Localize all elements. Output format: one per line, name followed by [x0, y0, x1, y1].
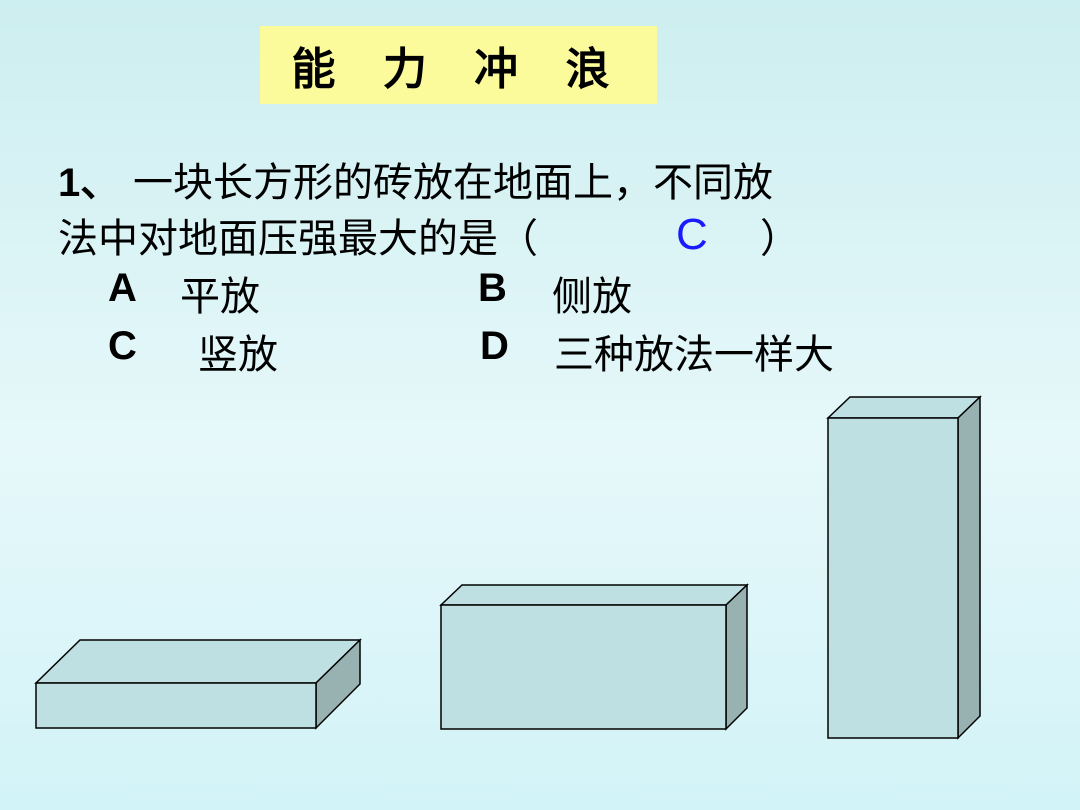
option-b-text: 侧放 — [552, 274, 632, 320]
title-text: 能 力 冲 浪 — [291, 44, 626, 95]
option-c-letter: C — [108, 324, 137, 368]
brick-side — [439, 583, 749, 731]
question-line-1: 1、 一块长方形的砖放在地面上，不同放 — [58, 150, 773, 208]
question-text-1: 一块长方形的砖放在地面上，不同放 — [132, 160, 773, 206]
closing-paren: ） — [760, 216, 800, 262]
brick-flat — [34, 638, 362, 730]
question-number: 1、 — [58, 161, 121, 205]
option-a-letter: A — [108, 266, 137, 310]
option-b-letter: B — [478, 266, 507, 310]
question-text-2: 法中对地面压强最大的是（ — [58, 216, 538, 262]
answer-letter: C — [676, 210, 708, 259]
option-c-text: 竖放 — [198, 332, 278, 378]
option-a-text: 平放 — [180, 274, 260, 320]
option-d-text: 三种放法一样大 — [554, 332, 834, 378]
question-line-2: 法中对地面压强最大的是（ — [58, 206, 538, 264]
option-d-letter: D — [480, 324, 509, 368]
brick-upright — [826, 395, 982, 740]
title-banner: 能 力 冲 浪 — [260, 26, 657, 104]
